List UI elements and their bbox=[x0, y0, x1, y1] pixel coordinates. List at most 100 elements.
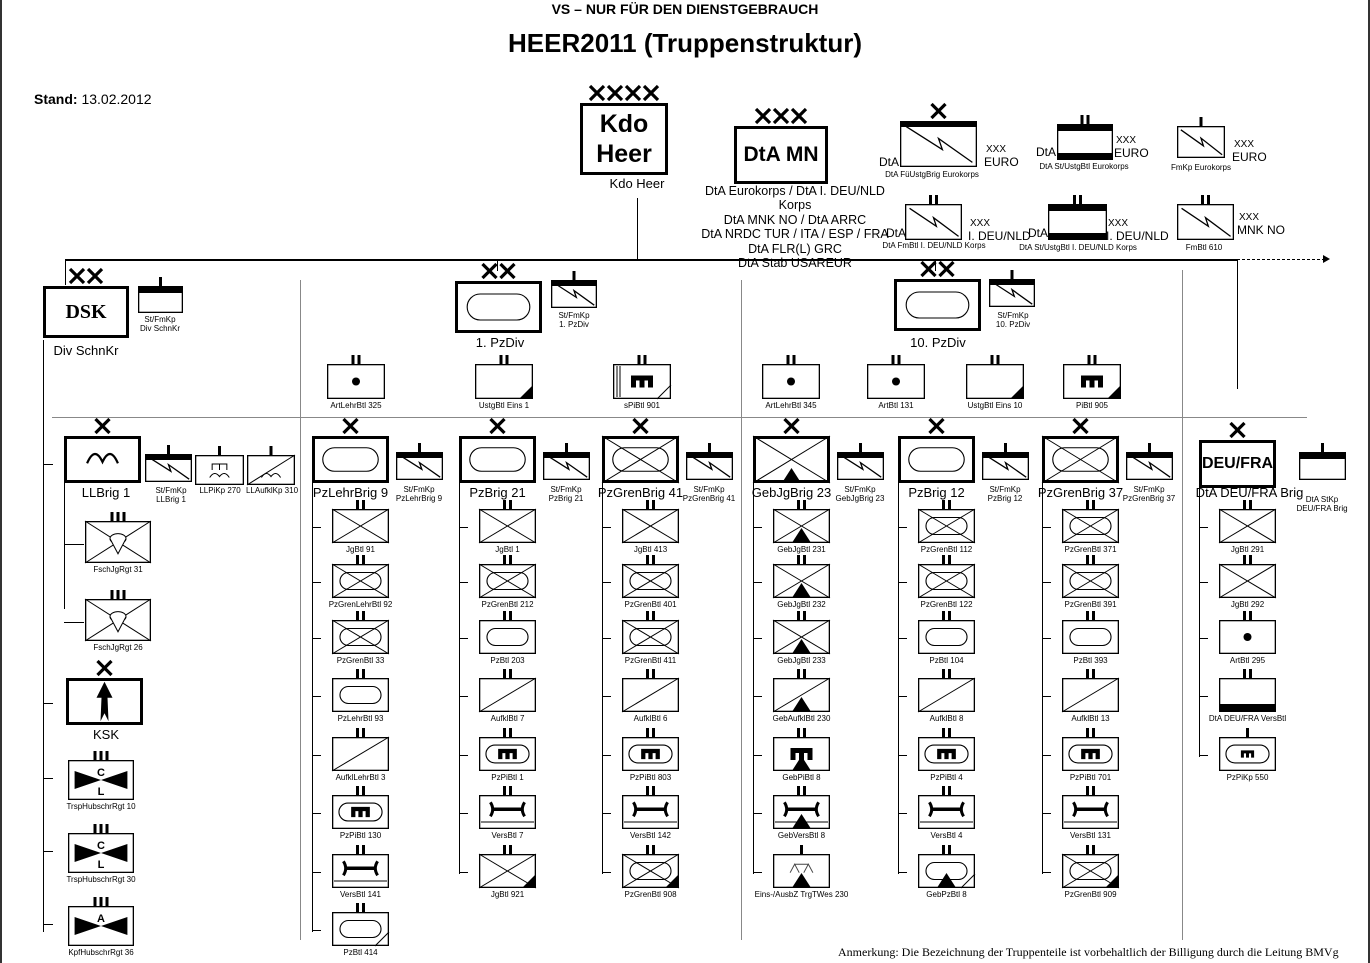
battalion-versbtl-4[interactable] bbox=[917, 786, 976, 830]
battalion-aufklbtl-13[interactable] bbox=[1061, 669, 1120, 713]
division-hq-company-1-pzdiv[interactable] bbox=[550, 271, 598, 309]
battalion-pzgrenbtl-33[interactable] bbox=[331, 611, 390, 655]
division-troop-artlehrbtl-345[interactable] bbox=[761, 355, 821, 400]
division-troop-ustgbtl-eins-1[interactable] bbox=[474, 355, 534, 400]
brigade-pzgrenbrig-37-box[interactable] bbox=[1041, 417, 1120, 484]
battalion-dta-deu-fra-versbtl[interactable] bbox=[1218, 669, 1277, 713]
llaufklkp-310[interactable] bbox=[246, 446, 296, 486]
battalion-pzgrenlehrbtl-92[interactable] bbox=[331, 555, 390, 599]
signal-hq-icon bbox=[836, 443, 885, 481]
brigade-hq-label: DtA StKp DEU/FRA Brig bbox=[1296, 495, 1348, 513]
pzdiv10-drop bbox=[935, 259, 936, 271]
brigade-gebjgbrig-23-box[interactable] bbox=[752, 417, 831, 484]
battalion-pzgrenbtl-112[interactable] bbox=[917, 500, 976, 544]
division-troop-ustgbtl-eins-10[interactable] bbox=[965, 355, 1025, 400]
battalion-gebjgbtl-231[interactable] bbox=[772, 500, 831, 544]
battalion-pzlehrbtl-93[interactable] bbox=[331, 669, 390, 713]
battalion-pzpikp-550[interactable] bbox=[1218, 728, 1277, 772]
battalion-gebjgbtl-233[interactable] bbox=[772, 611, 831, 655]
brigade-hq-company[interactable] bbox=[1298, 443, 1347, 481]
brigade-hq-company[interactable] bbox=[395, 443, 444, 481]
battalion-pzgrenbtl-411[interactable] bbox=[621, 611, 680, 655]
brigade-hq-company[interactable] bbox=[542, 443, 591, 481]
division-troop-artlehrbtl-325[interactable] bbox=[326, 355, 386, 400]
command-box-line: DtA MN bbox=[743, 143, 819, 167]
regiment-fschjgrgt-31[interactable] bbox=[84, 512, 152, 564]
battalion-aufklbtl-7[interactable] bbox=[478, 669, 537, 713]
battalion-pzbtl-393[interactable] bbox=[1061, 611, 1120, 655]
brigade-hq-company[interactable] bbox=[981, 443, 1030, 481]
division-box-dsk[interactable]: DSK bbox=[43, 267, 129, 338]
battalion-pzgrenbtl-212[interactable] bbox=[478, 555, 537, 599]
battalion-jgbtl-91[interactable] bbox=[331, 500, 390, 544]
division-box-1-pzdiv[interactable] bbox=[455, 262, 542, 333]
brigade-pzlehrbrig-9-box[interactable] bbox=[312, 417, 389, 483]
regiment-fschjgrgt-26[interactable] bbox=[84, 590, 152, 642]
battalion-aufklbtl-8[interactable] bbox=[917, 669, 976, 713]
battalion-pzbtl-104[interactable] bbox=[917, 611, 976, 655]
battalion-gebpibtl-8[interactable] bbox=[772, 728, 831, 772]
division-box-10-pzdiv[interactable] bbox=[894, 260, 981, 331]
brigade-box-deu-fra[interactable]: DEU/FRA bbox=[1199, 421, 1276, 488]
division-hq-company-dsk[interactable] bbox=[137, 277, 184, 314]
battalion-gebpzbtl-8[interactable] bbox=[917, 845, 976, 889]
battalion-pzbtl-203[interactable] bbox=[478, 611, 537, 655]
battalion-versbtl-142[interactable] bbox=[621, 786, 680, 830]
mn-unit-dta-st-ustgbtl-i-deu-nld-korps[interactable] bbox=[1047, 195, 1108, 241]
battalion-versbtl-141[interactable] bbox=[331, 845, 390, 889]
battalion-pzpibtl-803[interactable] bbox=[621, 728, 680, 772]
brigade-hq-company[interactable] bbox=[836, 443, 885, 481]
battalion-versbtl-131[interactable] bbox=[1061, 786, 1120, 830]
battalion-pzpibtl-1[interactable] bbox=[478, 728, 537, 772]
battalion-aufklbtl-6[interactable] bbox=[621, 669, 680, 713]
armor-icon bbox=[459, 417, 536, 483]
battalion-gebversbtl-8[interactable] bbox=[772, 786, 831, 830]
battalion-pzpibtl-701[interactable] bbox=[1061, 728, 1120, 772]
command-box-line: Heer bbox=[596, 140, 652, 168]
mn-unit-dta-st-ustgbtl-eurokorps[interactable] bbox=[1056, 115, 1114, 161]
battalion-pzbtl-414[interactable] bbox=[331, 903, 390, 947]
battalion-artbtl-295[interactable] bbox=[1218, 611, 1277, 655]
division-hq-company-10-pzdiv[interactable] bbox=[988, 270, 1036, 308]
battalion-jgbtl-921[interactable] bbox=[478, 845, 537, 889]
division-troop-pibtl-905[interactable] bbox=[1062, 355, 1122, 400]
battalion-aufkllehrbtl-3[interactable] bbox=[331, 728, 390, 772]
battalion-pzgrenbtl-371[interactable] bbox=[1061, 500, 1120, 544]
battalion-jgbtl-291[interactable] bbox=[1218, 500, 1277, 544]
llpikp-270[interactable] bbox=[194, 446, 245, 486]
battalion-jgbtl-292[interactable] bbox=[1218, 555, 1277, 599]
brigade-box-llbrig-1[interactable] bbox=[64, 417, 141, 483]
battalion-gebaufklbtl-230[interactable] bbox=[772, 669, 831, 713]
brigade-hq-company[interactable] bbox=[1125, 443, 1174, 481]
brigade-pzbrig-21-box[interactable] bbox=[459, 417, 536, 483]
battalion-gebjgbtl-232[interactable] bbox=[772, 555, 831, 599]
brigade-hq-company-llbrig-1[interactable] bbox=[144, 445, 193, 483]
battalion-jgbtl-413[interactable] bbox=[621, 500, 680, 544]
battalion-pzgrenbtl-401[interactable] bbox=[621, 555, 680, 599]
brigade-pzbrig-12-box[interactable] bbox=[898, 417, 975, 483]
battalion-pzgrenbtl-391[interactable] bbox=[1061, 555, 1120, 599]
mn-unit-fmkp-eurokorps[interactable] bbox=[1176, 117, 1226, 159]
battalion-pzgrenbtl-122[interactable] bbox=[917, 555, 976, 599]
brigade-pzgrenbrig-41-box[interactable] bbox=[601, 417, 680, 484]
battalion-pzpibtl-130[interactable] bbox=[331, 786, 390, 830]
mn-unit-dta-fmbtl-i-deu-nld-korps[interactable] bbox=[904, 195, 963, 241]
regiment-kpfhubschrrgt-36[interactable]: A bbox=[67, 897, 134, 947]
battalion-eins-ausbz-trgtwes-230[interactable] bbox=[772, 845, 831, 889]
battalion-pzgrenbtl-908[interactable] bbox=[621, 845, 680, 889]
mn-unit-fmbtl-610[interactable] bbox=[1176, 195, 1235, 241]
battalion-jgbtl-1[interactable] bbox=[478, 500, 537, 544]
signal-hq-icon bbox=[395, 443, 444, 481]
battalion-pzpibtl-4[interactable] bbox=[917, 728, 976, 772]
dta-mn-box[interactable]: DtA MN bbox=[734, 107, 828, 184]
ksk-box[interactable] bbox=[66, 659, 143, 725]
division-troop-artbtl-131[interactable] bbox=[866, 355, 926, 400]
division-troop-spibtl-901[interactable] bbox=[612, 355, 672, 400]
brigade-hq-company[interactable] bbox=[685, 443, 734, 481]
battalion-pzgrenbtl-909[interactable] bbox=[1061, 845, 1120, 889]
battalion-versbtl-7[interactable] bbox=[478, 786, 537, 830]
mn-unit-dta-f-ustgbrig-eurokorps[interactable] bbox=[899, 102, 977, 168]
